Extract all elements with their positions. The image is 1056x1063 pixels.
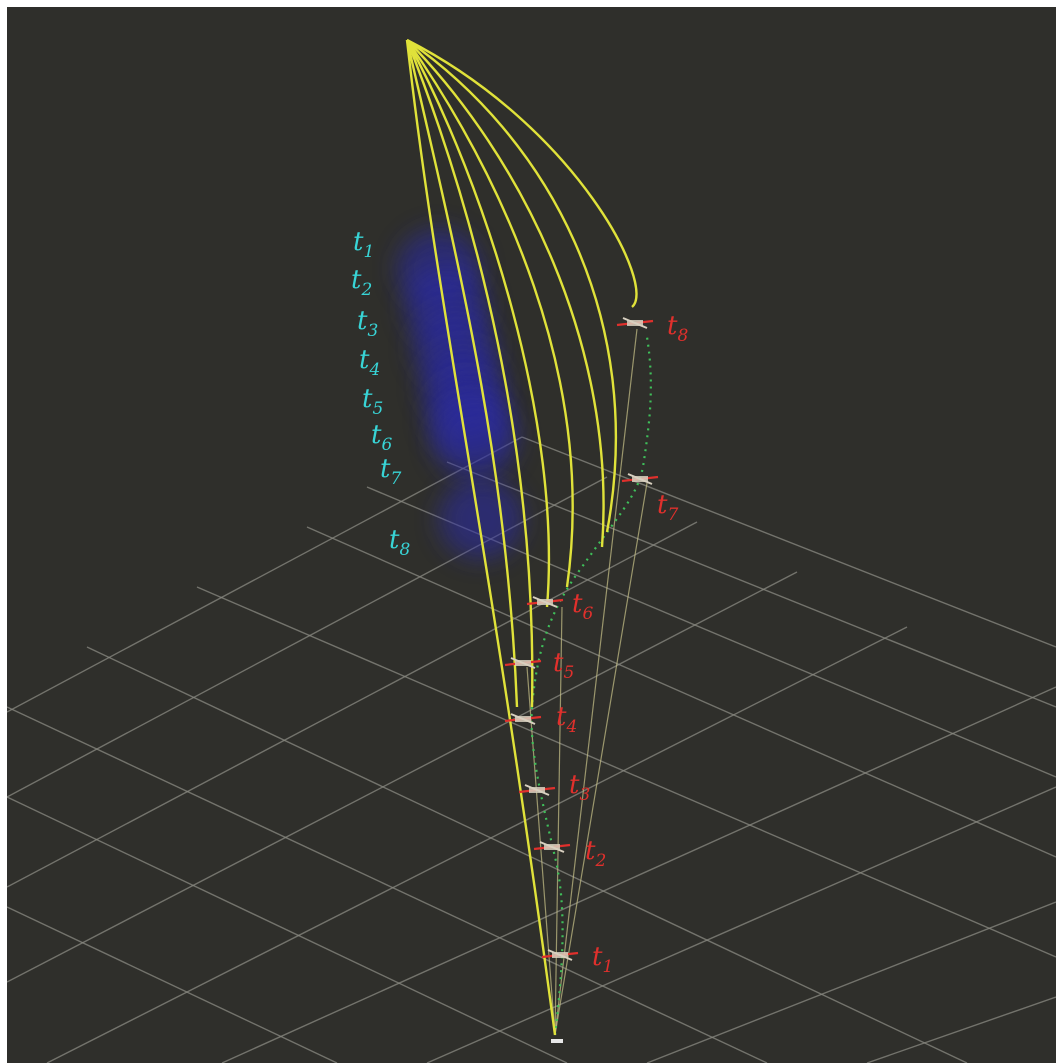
grid-line — [521, 436, 1056, 648]
moving-obstacle — [397, 229, 523, 559]
robot-marker — [504, 713, 542, 725]
grid-line — [426, 786, 1056, 1063]
robot-time-label: t8 — [667, 311, 688, 346]
planned-trajectory — [405, 39, 519, 708]
grid-line — [306, 526, 1056, 858]
grid-line — [7, 521, 698, 888]
planned-trajectories — [405, 38, 638, 1036]
robot-marker — [518, 784, 556, 796]
planned-trajectory — [406, 39, 605, 548]
goal-rays — [526, 328, 648, 1036]
obstacle-time-label: t5 — [362, 384, 383, 419]
grid-line — [221, 686, 1056, 1063]
ground-grid — [7, 436, 1056, 1063]
planned-trajectory — [405, 39, 557, 1036]
robot-marker — [504, 657, 542, 669]
planned-trajectory — [406, 39, 574, 588]
robot-time-label: t7 — [657, 490, 678, 525]
grid-line — [7, 436, 523, 713]
goal-ray — [554, 606, 563, 1036]
goal-ray — [554, 328, 638, 1036]
obstacle-time-label: t8 — [389, 525, 410, 560]
robot-time-label: t3 — [569, 770, 590, 805]
obstacle-blob — [433, 399, 517, 479]
obstacle-time-label: t1 — [353, 227, 374, 262]
grid-line — [46, 626, 908, 1063]
robot-markers — [504, 317, 659, 961]
robot-marker — [621, 473, 659, 485]
robot-time-labels: t1 t2 t3 t4 t5 t6 t7 t8 — [553, 311, 688, 977]
grid-line — [7, 706, 768, 1063]
planned-trajectory — [406, 39, 618, 533]
robot-marker — [533, 841, 571, 853]
obstacle-blob — [439, 479, 523, 559]
grid-line — [866, 996, 1056, 1063]
grid-line — [7, 906, 338, 1063]
goal-ray — [554, 482, 648, 1036]
robot-time-label: t5 — [553, 648, 574, 683]
obstacle-time-label: t7 — [380, 454, 401, 489]
executed-path — [530, 336, 652, 1036]
grid-line — [7, 571, 798, 983]
robot-time-label: t1 — [592, 942, 613, 977]
planned-trajectory — [405, 39, 534, 708]
obstacle-time-label: t3 — [357, 306, 378, 341]
planned-trajectory — [406, 38, 638, 308]
planned-trajectory — [405, 39, 551, 608]
grid-line — [196, 586, 1056, 958]
robot-time-label: t2 — [585, 836, 606, 871]
grid-line — [646, 901, 1056, 1063]
obstacle-time-label: t6 — [371, 420, 392, 455]
robot-time-label: t6 — [572, 589, 593, 624]
robot-time-label: t4 — [556, 702, 577, 737]
robot-marker — [526, 596, 564, 608]
start-marker — [551, 1039, 563, 1043]
robot-marker — [541, 949, 579, 961]
grid-line — [446, 461, 1056, 708]
robot-marker — [616, 317, 654, 329]
grid-line — [86, 646, 968, 1063]
obstacle-time-label: t2 — [351, 265, 372, 300]
grid-line — [7, 796, 568, 1063]
obstacle-time-label: t4 — [359, 345, 380, 380]
executed-path-line — [530, 336, 652, 1036]
